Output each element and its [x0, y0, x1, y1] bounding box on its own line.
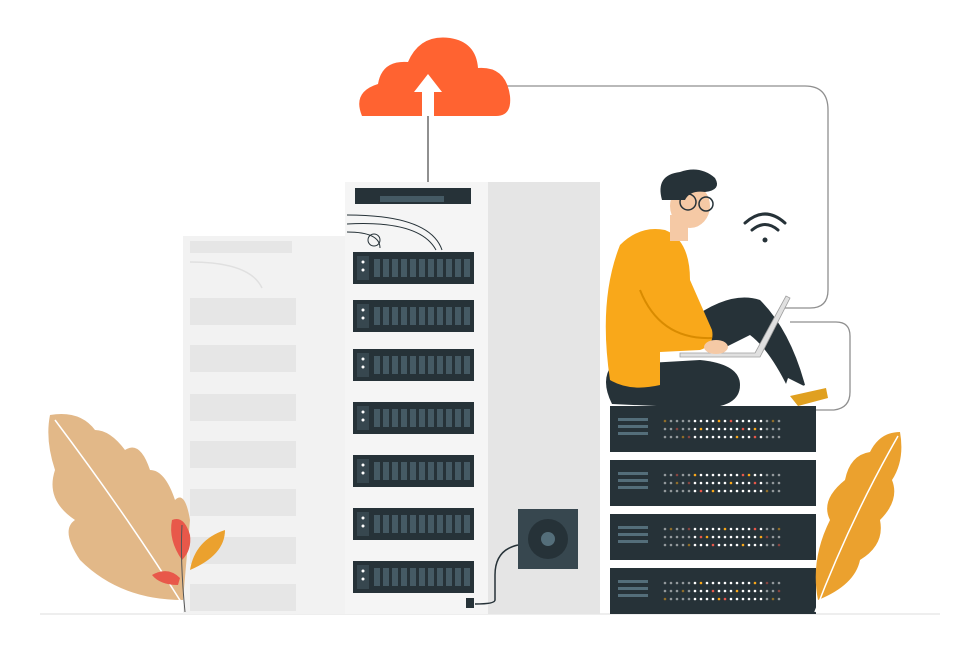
cloud-upload-icon	[359, 37, 511, 182]
server-unit	[610, 568, 816, 614]
server-unit	[353, 349, 474, 381]
leaf-orange-icon	[814, 432, 902, 613]
person-with-laptop	[605, 169, 828, 408]
server-unit	[610, 514, 816, 560]
faded-server-rack	[183, 236, 345, 614]
server-unit	[353, 455, 474, 487]
server-stack	[610, 406, 816, 614]
server-unit	[353, 402, 474, 434]
fan-icon	[466, 509, 578, 608]
server-unit	[353, 508, 474, 540]
server-unit	[353, 561, 474, 593]
server-unit	[353, 252, 474, 284]
server-unit	[353, 300, 474, 332]
leaf-red-icon	[152, 519, 225, 613]
wifi-icon	[743, 212, 787, 243]
server-unit	[610, 460, 816, 506]
network-cable	[505, 85, 851, 411]
server-unit	[610, 406, 816, 452]
